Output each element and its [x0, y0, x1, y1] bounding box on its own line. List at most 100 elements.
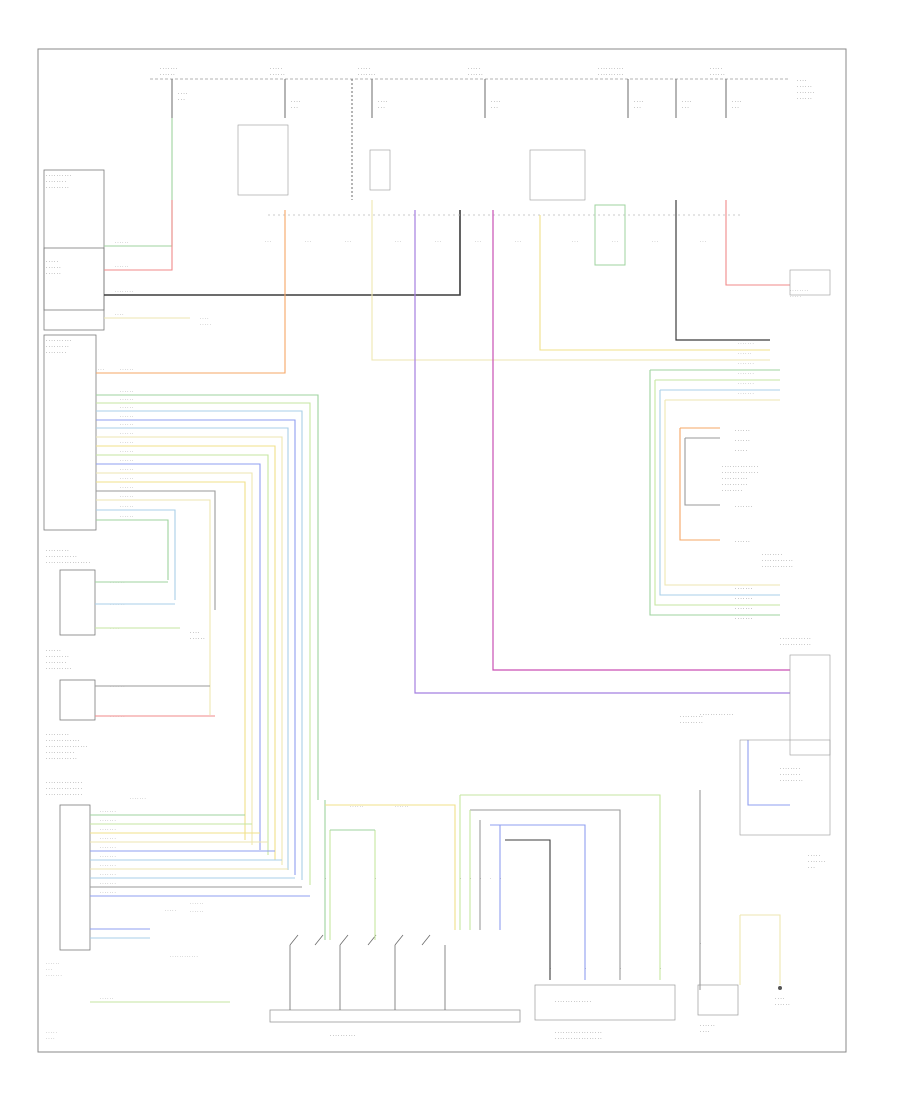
- connector-labels: · · ·· · ·· · ·· · · · · ·· · ·· · ·· · …: [265, 239, 706, 244]
- svg-text:· · ·: · · ·: [808, 865, 815, 870]
- left-bottom-labels: · · · · · · · · · · · · · · · · · · · · · …: [46, 796, 203, 1041]
- svg-text:· · ·: · · ·: [345, 239, 351, 244]
- svg-text:· · · · · ·: · · · · · ·: [797, 84, 812, 89]
- svg-text:·: ·: [550, 966, 551, 971]
- svg-text:· · · ·: · · · ·: [200, 316, 208, 321]
- fuse-columns: [171, 79, 727, 200]
- left-module-a-labels: · · · · · · · · ·· · · · · · · · · · · ·…: [46, 548, 205, 641]
- bottom-switch-bus: [269, 1009, 521, 1023]
- svg-text:· · · · · · ·: · · · · · · ·: [100, 854, 116, 859]
- svg-text:· · · · · · · · · ·: · · · · · · · · · ·: [46, 338, 71, 343]
- svg-text:· · · · · · · · · ·: · · · · · · · · · ·: [722, 476, 747, 481]
- svg-text:· · ·: · · ·: [634, 105, 641, 110]
- svg-text:· · · · · · ·: · · · · · · ·: [100, 890, 116, 895]
- svg-text:· · · · · · · · · · · ·: · · · · · · · · · · · ·: [46, 554, 77, 559]
- svg-text:· · · · · · · · · · · ·: · · · · · · · · · · · ·: [762, 558, 793, 563]
- svg-text:· · · · · ·: · · · · · ·: [735, 539, 750, 544]
- svg-text:· · · · · · · ·: · · · · · · · ·: [46, 179, 66, 184]
- svg-text:· · · · · · · · · ·: · · · · · · · · · ·: [722, 482, 747, 487]
- svg-text:· · ·: · · ·: [515, 239, 521, 244]
- wire-red-right: [725, 200, 790, 286]
- wire-purple-long: [414, 210, 790, 694]
- svg-text:· · · · · · · ·: · · · · · · · ·: [115, 289, 133, 294]
- wire-blue-right: [747, 740, 790, 806]
- svg-text:· · · ·: · · · ·: [700, 1029, 709, 1034]
- bottom-control-module: [534, 984, 676, 1021]
- svg-text:· · · · · ·: · · · · · ·: [700, 1023, 715, 1028]
- right-lower-labels: · · · · · · · ·· · · · · · · ·· · · · · …: [780, 766, 825, 870]
- module-upper-1: [237, 124, 289, 196]
- svg-text:· · · · · · ·: · · · · · · ·: [130, 796, 146, 801]
- svg-text:· · ·: · · ·: [395, 239, 401, 244]
- svg-text:· · · · · · · ·: · · · · · · · ·: [46, 660, 66, 665]
- svg-text:· · · · · · ·: · · · · · · ·: [160, 66, 177, 71]
- svg-text:· · · · ·: · · · · ·: [270, 66, 282, 71]
- svg-text:· · · · · · · ·: · · · · · · · ·: [790, 288, 808, 293]
- left-module-a: [59, 569, 96, 636]
- svg-text:· · ·: · · ·: [265, 239, 271, 244]
- svg-text:· · · · ·: · · · · ·: [200, 322, 211, 327]
- svg-text:· · · · ·: · · · · ·: [358, 66, 370, 71]
- svg-text:· · · ·: · · · ·: [378, 99, 387, 104]
- svg-text:· · · ·: · · · ·: [732, 99, 741, 104]
- svg-text:· · ·: · · ·: [572, 239, 578, 244]
- svg-text:· · · · · · ·: · · · · · · ·: [738, 381, 754, 386]
- svg-text:· · · · · · ·: · · · · · · ·: [735, 504, 752, 509]
- svg-text:· · ·: · · ·: [98, 367, 104, 372]
- svg-text:· · · · · · · · · · · ·: · · · · · · · · · · · ·: [762, 564, 793, 569]
- right-upper-component: [789, 269, 831, 296]
- svg-text:· · · · · · · · · · · · · ·: · · · · · · · · · · · · · ·: [722, 470, 758, 475]
- svg-text:· · · · · ·: · · · · · ·: [120, 397, 133, 402]
- svg-text:· · ·: · · ·: [491, 105, 498, 110]
- svg-text:· · · · · ·: · · · · · ·: [120, 414, 133, 419]
- svg-text:· · ·: · · ·: [178, 97, 185, 102]
- svg-text:· · · · · · ·: · · · · · · ·: [100, 836, 116, 841]
- svg-text:· · · · ·: · · · · ·: [808, 853, 820, 858]
- svg-text:· · · · · · ·: · · · · · · ·: [797, 90, 814, 95]
- svg-text:·: ·: [375, 876, 376, 881]
- svg-text:· · · · · · ·: · · · · · · ·: [738, 361, 754, 366]
- svg-text:· · · · · · · · · · · · · ·: · · · · · · · · · · · · · ·: [46, 786, 82, 791]
- svg-text:· · · ·: · · · ·: [178, 91, 187, 96]
- svg-text:·: ·: [660, 966, 661, 971]
- svg-text:· · · ·: · · · ·: [491, 99, 500, 104]
- svg-text:· · · · · ·: · · · · · ·: [120, 431, 133, 436]
- svg-text:· · · · · ·: · · · · · ·: [115, 240, 128, 245]
- svg-text:· · ·: · · ·: [732, 105, 739, 110]
- svg-text:· · · ·: · · · ·: [775, 996, 784, 1001]
- svg-text:· · · · · · ·: · · · · · · ·: [808, 859, 825, 864]
- svg-text:· · · · · · · ·: · · · · · · · ·: [780, 772, 800, 777]
- svg-text:· · · · · ·: · · · · · ·: [190, 901, 203, 906]
- svg-text:· · · · · · · · ·: · · · · · · · · ·: [46, 344, 69, 349]
- svg-text:·: ·: [460, 876, 461, 881]
- right-lower-module: [739, 739, 831, 836]
- left-bundle-labels: · · · · · · · · · · · · · · · · · · · · · ·…: [98, 367, 133, 519]
- right-mid-labels: · · · · · · · · ·· · · · · · · · · · · ·…: [680, 712, 733, 725]
- svg-text:· · · ·: · · · ·: [634, 99, 643, 104]
- svg-text:· · · · · · · · ·: · · · · · · · · ·: [46, 185, 69, 190]
- right-module-labels: · · · · · ·· · · · · ·· · · · · · · · · …: [722, 428, 811, 647]
- svg-text:· · · · · · · ·: · · · · · · · ·: [780, 766, 800, 771]
- svg-text:· · · · · · · · · · · · · · ·: · · · · · · · · · · · · · · · ·: [46, 744, 87, 749]
- svg-text:· · · · · ·: · · · · · ·: [120, 405, 133, 410]
- svg-text:· · · · · · ·: · · · · · · ·: [100, 881, 116, 886]
- svg-text:· · · · · · ·: · · · · · · ·: [735, 616, 752, 621]
- svg-text:· · ·: · · ·: [682, 105, 689, 110]
- svg-text:· · · · · · ·: · · · · · · ·: [738, 341, 754, 346]
- svg-text:· · · · · · · · · · · ·: · · · · · · · · · · · ·: [46, 756, 77, 761]
- left-main-module: [43, 334, 97, 531]
- svg-text:· · · · · · · · · ·: · · · · · · · · · ·: [46, 666, 71, 671]
- svg-text:· · · · · · ·: · · · · · · ·: [735, 596, 752, 601]
- svg-text:· · · · · ·: · · · · · ·: [395, 804, 408, 809]
- svg-text:· · · · ·: · · · · ·: [46, 1030, 57, 1035]
- svg-text:· · · ·: · · · ·: [115, 312, 123, 317]
- svg-text:· · · · · · · · ·: · · · · · · · · ·: [680, 714, 703, 719]
- bottom-right-component: [697, 984, 739, 1016]
- svg-text:· · · · ·: · · · · ·: [468, 66, 480, 71]
- svg-text:· · · · · ·: · · · · · ·: [120, 494, 133, 499]
- svg-text:· · · · ·: · · · · ·: [46, 259, 58, 264]
- svg-text:· · · · · ·: · · · · · ·: [120, 467, 133, 472]
- svg-text:·: ·: [700, 941, 701, 946]
- svg-text:· · · ·: · · · ·: [682, 99, 691, 104]
